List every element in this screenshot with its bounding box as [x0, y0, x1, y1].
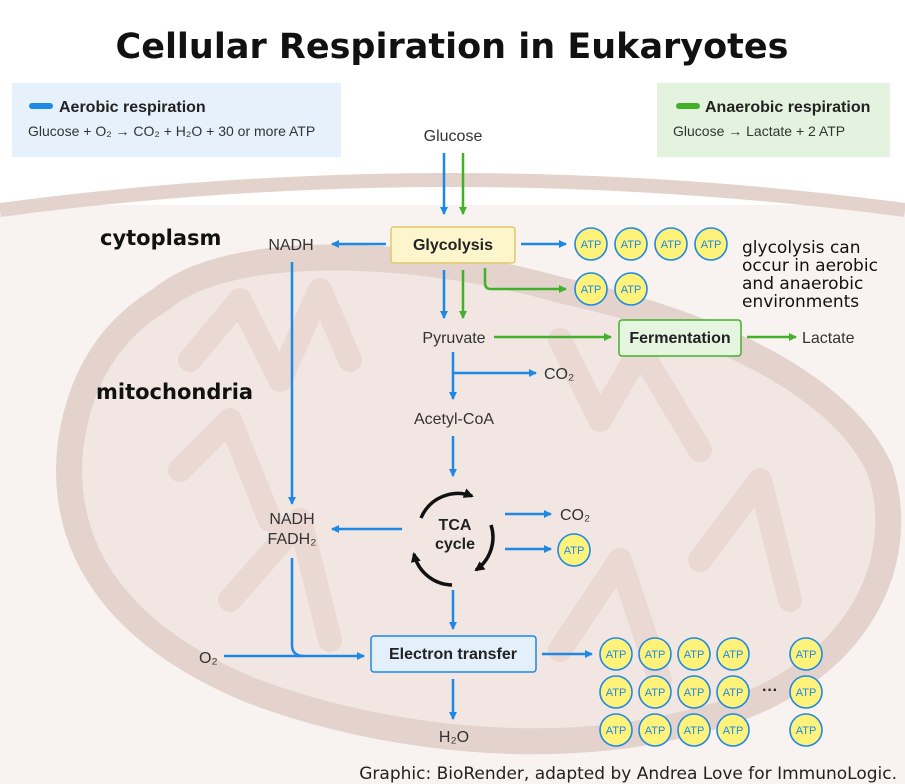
legend-aerobic-title: Aerobic respiration [59, 99, 206, 116]
svg-text:ATP: ATP [701, 239, 722, 251]
svg-text:ATP: ATP [564, 545, 585, 557]
svg-text:ATP: ATP [723, 687, 744, 699]
svg-text:ATP: ATP [645, 725, 666, 737]
atp-icon: ATP [716, 637, 750, 671]
atp-icon: ATP [599, 637, 633, 671]
svg-text:ATP: ATP [645, 687, 666, 699]
credit-text: Graphic: BioRender, adapted by Andrea Lo… [359, 764, 897, 784]
svg-text:ATP: ATP [723, 725, 744, 737]
atp-icon: ATP [694, 227, 728, 261]
legend-anaerobic-title: Anaerobic respiration [705, 99, 870, 116]
atp-icon: ATP [677, 675, 711, 709]
svg-text:ATP: ATP [796, 725, 817, 737]
svg-text:ATP: ATP [621, 239, 642, 251]
legend-anaerobic: Anaerobic respiration Glucose → Lactate … [657, 83, 890, 157]
mitochondria-label: mitochondria [96, 380, 253, 404]
cytoplasm-label: cytoplasm [100, 226, 221, 250]
atp-icon: ATP [557, 533, 591, 567]
svg-text:ATP: ATP [621, 284, 642, 296]
page-title: Cellular Respiration in Eukaryotes [116, 27, 789, 67]
svg-text:ATP: ATP [606, 687, 627, 699]
svg-text:ATP: ATP [661, 239, 682, 251]
co2-pyruvate-label: CO₂ [544, 366, 574, 383]
atp-icon: ATP [654, 227, 688, 261]
svg-text:ATP: ATP [684, 649, 705, 661]
atp-tca: ATP [557, 533, 591, 567]
electron-transfer-box: Electron transfer [370, 635, 537, 673]
atp-icon: ATP [614, 272, 648, 306]
atp-icon: ATP [638, 675, 672, 709]
svg-text:ATP: ATP [796, 687, 817, 699]
svg-text:ATP: ATP [723, 649, 744, 661]
svg-text:ATP: ATP [581, 239, 602, 251]
fermentation-box: Fermentation [618, 319, 742, 357]
svg-text:ATP: ATP [645, 649, 666, 661]
h2o-label: H₂O [439, 729, 469, 746]
lactate-label: Lactate [802, 330, 855, 347]
mitochondrion-illustration [56, 244, 902, 755]
glycolysis-label: Glycolysis [413, 237, 493, 254]
nadh-label: NADH [268, 237, 313, 254]
atp-glycolysis-anaerobic: ATP ATP [574, 272, 648, 306]
glycolysis-box: Glycolysis [390, 226, 516, 264]
aerobic-arrows [224, 153, 593, 720]
atp-ellipsis: ··· [762, 682, 778, 699]
legend-anaerobic-equation: Glucose → Lactate + 2 ATP [673, 123, 845, 139]
glucose-label: Glucose [424, 128, 483, 145]
fermentation-label: Fermentation [629, 330, 730, 347]
svg-text:ATP: ATP [606, 649, 627, 661]
atp-icon: ATP [677, 637, 711, 671]
electron-transfer-label: Electron transfer [389, 646, 517, 663]
acetyl-coa-label: Acetyl-CoA [414, 411, 494, 428]
svg-text:ATP: ATP [606, 725, 627, 737]
atp-glycolysis-aerobic: ATP ATP ATP ATP [574, 227, 728, 261]
co2-tca-label: CO₂ [560, 507, 590, 524]
atp-icon: ATP [789, 637, 823, 671]
svg-text:ATP: ATP [684, 687, 705, 699]
atp-icon: ATP [574, 227, 608, 261]
atp-icon: ATP [599, 713, 633, 747]
pyruvate-label: Pyruvate [422, 330, 485, 347]
atp-icon: ATP [789, 675, 823, 709]
atp-icon: ATP [677, 713, 711, 747]
atp-icon: ATP [574, 272, 608, 306]
atp-icon: ATP [716, 675, 750, 709]
o2-label: O₂ [199, 650, 218, 667]
atp-electron-transfer: ATP ATP ATP ATP ATP ATP ATP ATP ATP ATP ATP ATP ATP A… [599, 637, 823, 747]
svg-text:ATP: ATP [796, 649, 817, 661]
atp-icon: ATP [638, 637, 672, 671]
svg-text:ATP: ATP [581, 284, 602, 296]
atp-icon: ATP [638, 713, 672, 747]
legend-aerobic-equation: Glucose + O₂ → CO₂ + H₂O + 30 or more AT… [28, 123, 315, 139]
legend-aerobic: Aerobic respiration Glucose + O₂ → CO₂ +… [12, 83, 341, 157]
atp-icon: ATP [599, 675, 633, 709]
atp-icon: ATP [789, 713, 823, 747]
anaerobic-arrows [459, 153, 797, 341]
atp-icon: ATP [716, 713, 750, 747]
atp-icon: ATP [614, 227, 648, 261]
svg-text:ATP: ATP [684, 725, 705, 737]
